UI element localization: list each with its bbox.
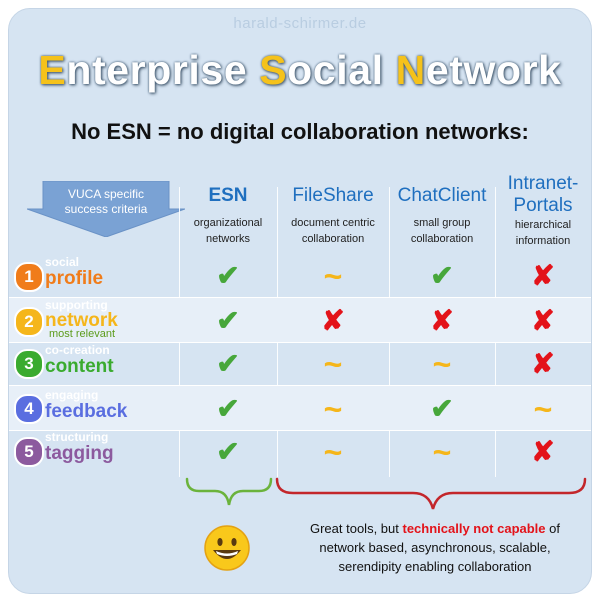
row-small-label: co-creation bbox=[45, 343, 110, 357]
title-word-network: etwork bbox=[425, 47, 562, 93]
column-desc-line1: hierarchical bbox=[514, 219, 572, 231]
row-number-badge: 4 bbox=[14, 394, 44, 424]
bottom-statement: Great tools, but technically not capable… bbox=[287, 519, 583, 576]
row-big-label: profile bbox=[45, 268, 104, 289]
cross-icon: ✘ bbox=[531, 436, 555, 467]
column-desc-line2: information bbox=[515, 235, 571, 247]
tilde-icon: ~ bbox=[533, 391, 553, 427]
grouping-braces bbox=[185, 477, 587, 510]
bottom-text-part2: of bbox=[545, 521, 560, 536]
column-desc-line2: collaboration bbox=[410, 233, 474, 245]
tilde-icon: ~ bbox=[432, 346, 452, 382]
column-header-fileshare: FileShare document centric collaboration bbox=[277, 185, 389, 247]
title-word-social: ocial bbox=[287, 47, 396, 93]
bottom-line1: Great tools, but technically not capable… bbox=[287, 519, 583, 538]
watermark: harald-schirmer.de bbox=[233, 15, 367, 32]
page-title: Enterprise Social Network bbox=[9, 47, 591, 94]
criteria-row: 1 social profile ✔ ~ ✔ ✘ bbox=[9, 253, 591, 297]
column-name: ChatClient bbox=[397, 185, 487, 206]
criteria-label-line2: success criteria bbox=[64, 202, 148, 216]
row-number-badge: 1 bbox=[14, 262, 44, 292]
column-desc-line2: networks bbox=[205, 233, 251, 245]
bottom-text-part1: Great tools, but bbox=[309, 521, 403, 536]
column-header-chatclient: ChatClient small group collaboration bbox=[389, 185, 495, 247]
title-initial-n: N bbox=[395, 47, 426, 93]
check-icon: ✔ bbox=[430, 393, 454, 424]
cross-icon: ✘ bbox=[531, 305, 555, 336]
infographic-card: harald-schirmer.de Enterprise Social Net… bbox=[8, 8, 592, 594]
bottom-line3: serendipity enabling collaboration bbox=[338, 559, 532, 574]
criteria-row: 3 co-creation content ✔ ~ ~ ✘ bbox=[9, 341, 591, 385]
check-icon: ✔ bbox=[430, 260, 454, 291]
tilde-icon: ~ bbox=[323, 346, 343, 382]
subtitle: No ESN = no digital collaboration networ… bbox=[71, 119, 529, 144]
row-small-label: social bbox=[45, 255, 80, 269]
row-number-badge: 3 bbox=[14, 349, 44, 379]
esn-brace bbox=[185, 477, 273, 506]
tilde-icon: ~ bbox=[432, 434, 452, 470]
column-desc-line1: document centric bbox=[291, 217, 375, 229]
title-word-enterprise: nterprise bbox=[66, 47, 260, 93]
column-desc: small group collaboration bbox=[389, 215, 495, 247]
check-icon: ✔ bbox=[216, 348, 240, 379]
row-number-badge: 2 bbox=[14, 307, 44, 337]
row-big-label: network bbox=[45, 310, 118, 331]
check-icon: ✔ bbox=[216, 305, 240, 336]
criteria-row: 5 structuring tagging ✔ ~ ~ ✘ bbox=[9, 429, 591, 473]
smiley-face-icon bbox=[204, 525, 250, 571]
column-desc: organizational networks bbox=[179, 215, 277, 247]
bottom-text-highlight: technically not capable bbox=[402, 521, 546, 536]
criteria-label-line1: VUCA specific bbox=[67, 187, 145, 201]
title-initial-s: S bbox=[259, 47, 288, 93]
check-icon: ✔ bbox=[216, 393, 240, 424]
row-big-label: feedback bbox=[45, 401, 128, 422]
row-big-label: content bbox=[45, 356, 114, 377]
column-name: ESN bbox=[208, 185, 248, 206]
column-header-intranet-portals: Intranet- Portals hierarchical informati… bbox=[495, 173, 591, 249]
column-name: FileShare bbox=[292, 185, 374, 206]
column-name-line2: Portals bbox=[513, 195, 573, 216]
cross-icon: ✘ bbox=[531, 348, 555, 379]
cross-icon: ✘ bbox=[531, 260, 555, 291]
row-small-label: structuring bbox=[45, 430, 109, 444]
title-initial-e: E bbox=[38, 47, 67, 93]
row-small-label: engaging bbox=[45, 388, 99, 402]
column-desc: hierarchical information bbox=[495, 217, 591, 249]
tilde-icon: ~ bbox=[323, 434, 343, 470]
column-header-esn: ESN organizational networks bbox=[179, 185, 277, 247]
column-desc-line2: collaboration bbox=[301, 233, 365, 245]
bottom-line2: network based, asynchronous, scalable, bbox=[319, 540, 551, 555]
row-small-label: supporting bbox=[45, 298, 108, 312]
criteria-label: VUCA specific success criteria bbox=[31, 187, 181, 217]
criteria-row: 2 supporting network most relevant ✔ ✘ ✘… bbox=[9, 297, 591, 343]
check-icon: ✔ bbox=[216, 436, 240, 467]
column-desc-line1: organizational bbox=[193, 217, 263, 229]
cross-icon: ✘ bbox=[430, 305, 454, 336]
cross-icon: ✘ bbox=[321, 305, 345, 336]
others-brace bbox=[275, 477, 587, 510]
criteria-row: 4 engaging feedback ✔ ~ ✔ ~ bbox=[9, 385, 591, 431]
row-number-badge: 5 bbox=[14, 437, 44, 467]
column-desc: document centric collaboration bbox=[277, 215, 389, 247]
row-big-label: tagging bbox=[45, 443, 114, 464]
row-note: most relevant bbox=[49, 328, 116, 340]
column-desc-line1: small group bbox=[413, 217, 471, 229]
arrow-down-icon bbox=[27, 181, 185, 237]
tilde-icon: ~ bbox=[323, 258, 343, 294]
check-icon: ✔ bbox=[216, 260, 240, 291]
column-name-line1: Intranet- bbox=[507, 173, 579, 194]
tilde-icon: ~ bbox=[323, 391, 343, 427]
